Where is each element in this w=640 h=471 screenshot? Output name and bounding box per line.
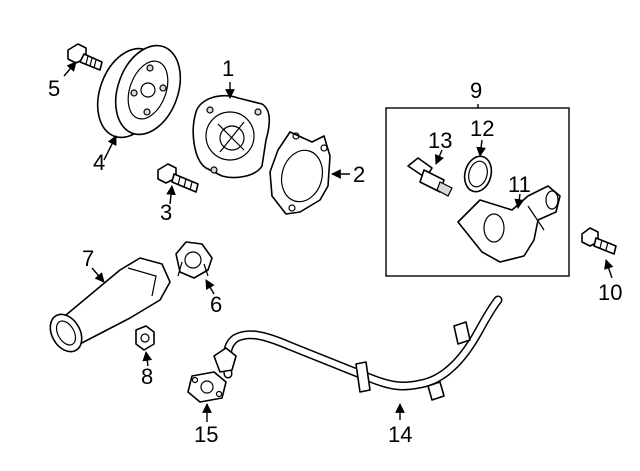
part-6-thermostat	[175, 241, 213, 279]
part-12-o-ring	[463, 155, 493, 193]
part-5-bolt	[67, 43, 103, 71]
part-14-pipe	[213, 295, 503, 401]
part-2-gasket	[269, 131, 331, 215]
callout-4: 4	[93, 150, 105, 175]
part-10-bolt	[581, 227, 617, 255]
part-15-gasket	[187, 371, 227, 403]
part-1-water-pump	[192, 94, 271, 179]
part-11-thermostat-housing	[457, 185, 561, 263]
callout-14: 14	[388, 422, 412, 447]
callout-6: 6	[210, 292, 222, 317]
callout-9: 9	[470, 78, 482, 103]
callout-1: 1	[222, 56, 234, 81]
part-7-outlet	[49, 257, 171, 353]
part-8-nut	[135, 325, 155, 351]
part-13-sensor	[407, 157, 453, 197]
callout-12: 12	[470, 116, 494, 141]
part-4-pulley	[96, 44, 182, 139]
part-3-bolt	[157, 163, 199, 193]
callout-5: 5	[48, 76, 60, 101]
callout-10: 10	[598, 280, 622, 305]
callout-8: 8	[141, 364, 153, 389]
callout-2: 2	[353, 162, 365, 187]
callout-7: 7	[82, 246, 94, 271]
callout-3: 3	[160, 200, 172, 225]
callout-11: 11	[508, 172, 531, 197]
callout-13: 13	[428, 128, 452, 153]
callout-15: 15	[194, 422, 218, 447]
